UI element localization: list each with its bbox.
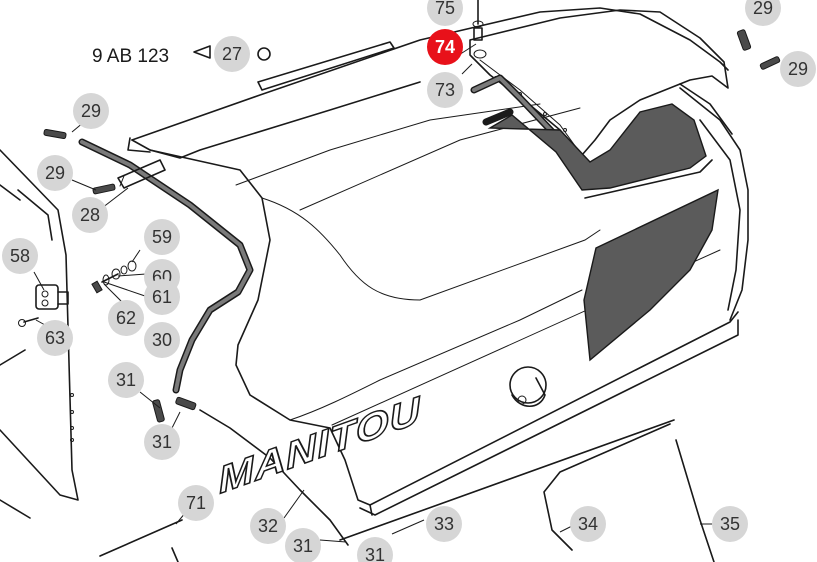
callout[interactable]: 62 — [108, 300, 144, 336]
bolt-63 — [18, 317, 39, 327]
callout[interactable]: 61 — [144, 279, 180, 315]
callout-circle — [144, 424, 180, 460]
seal-30 — [78, 138, 254, 394]
callout[interactable]: 30 — [144, 322, 180, 358]
callout[interactable]: 34 — [570, 506, 606, 542]
callout-label: 31 — [365, 545, 385, 562]
callout-label: 74 — [435, 37, 455, 57]
callout-label: 34 — [578, 514, 598, 534]
callout-label: 31 — [152, 432, 172, 452]
callout-circle — [427, 29, 463, 65]
callout-label: 35 — [720, 514, 740, 534]
callout-label: 29 — [753, 0, 773, 18]
seal-32 — [199, 409, 349, 546]
callout-circle — [426, 506, 462, 542]
callout-circle — [712, 506, 748, 542]
callout-label: 71 — [186, 493, 206, 513]
callout[interactable]: 58 — [2, 238, 38, 274]
door-frame — [0, 149, 79, 519]
callout-circle — [285, 528, 321, 562]
callout-label: 58 — [10, 246, 30, 266]
callout[interactable]: 33 — [426, 506, 462, 542]
reference-marker: 9 AB 123 — [92, 45, 271, 67]
reference-code: 9 AB 123 — [92, 46, 169, 67]
callout-label: 30 — [152, 330, 172, 350]
callout-label: 73 — [435, 80, 455, 100]
callout-circle — [144, 322, 180, 358]
pins — [43, 29, 781, 423]
seal-34 — [543, 423, 671, 551]
hinge-58 — [35, 284, 69, 310]
callout-circle — [73, 93, 109, 129]
cab-body — [127, 7, 749, 516]
callout-label: 29 — [45, 163, 65, 183]
callout-label: 59 — [152, 227, 172, 247]
callout-circle — [108, 362, 144, 398]
callout-circle — [178, 485, 214, 521]
pin-75 — [472, 0, 487, 59]
callout[interactable]: 27 — [214, 36, 250, 72]
callout-circle — [72, 197, 108, 233]
roof-hatch — [469, 9, 729, 199]
callout-active[interactable]: 74 — [427, 29, 463, 65]
callout-circle — [2, 238, 38, 274]
callout-circle — [37, 155, 73, 191]
callout-label: 29 — [81, 101, 101, 121]
callout[interactable]: 35 — [712, 506, 748, 542]
callout[interactable]: 29 — [73, 93, 109, 129]
fasteners — [91, 260, 137, 294]
callout-label: 33 — [434, 514, 454, 534]
trim-71 — [99, 519, 183, 562]
callout-circle — [250, 508, 286, 544]
manitou-logo: MANITOU — [216, 366, 547, 503]
callout[interactable]: 75 — [427, 0, 463, 26]
callout-label: 27 — [222, 44, 242, 64]
callout-circle — [357, 537, 393, 562]
callout[interactable]: 32 — [250, 508, 286, 544]
callout-circle — [570, 506, 606, 542]
callout[interactable]: 29 — [37, 155, 73, 191]
seal-33 — [339, 419, 675, 541]
callout[interactable]: 71 — [178, 485, 214, 521]
callout[interactable]: 28 — [72, 197, 108, 233]
callout-circle — [108, 300, 144, 336]
callout-circle — [144, 279, 180, 315]
callout-circle — [37, 320, 73, 356]
callout[interactable]: 73 — [427, 72, 463, 108]
callout[interactable]: 59 — [144, 219, 180, 255]
side-window — [583, 188, 719, 362]
callout-circle — [427, 72, 463, 108]
callout[interactable]: 31 — [144, 424, 180, 460]
callout[interactable]: 29 — [780, 51, 816, 87]
callout-circle — [427, 0, 463, 26]
roof-strip-27 — [257, 41, 395, 91]
callout-label: 63 — [45, 328, 65, 348]
callout-label: 28 — [80, 205, 100, 225]
callout[interactable]: 31 — [108, 362, 144, 398]
callout-label: 32 — [258, 516, 278, 536]
callout[interactable]: 31 — [285, 528, 321, 562]
hatch-rear-strip — [679, 83, 733, 135]
callout-label: 29 — [788, 59, 808, 79]
callout-circle — [144, 219, 180, 255]
callout-circle — [745, 0, 781, 26]
callout-label: 61 — [152, 287, 172, 307]
seal-35 — [675, 439, 715, 562]
callout[interactable]: 63 — [37, 320, 73, 356]
callout-label: 75 — [435, 0, 455, 18]
callout-circle — [214, 36, 250, 72]
callout[interactable]: 31 — [357, 537, 393, 562]
callout-circle — [780, 51, 816, 87]
callout[interactable]: 29 — [745, 0, 781, 26]
callout-label: 31 — [293, 536, 313, 556]
logo-text: MANITOU — [217, 388, 423, 502]
callout-label: 31 — [116, 370, 136, 390]
callout-label: 62 — [116, 308, 136, 328]
